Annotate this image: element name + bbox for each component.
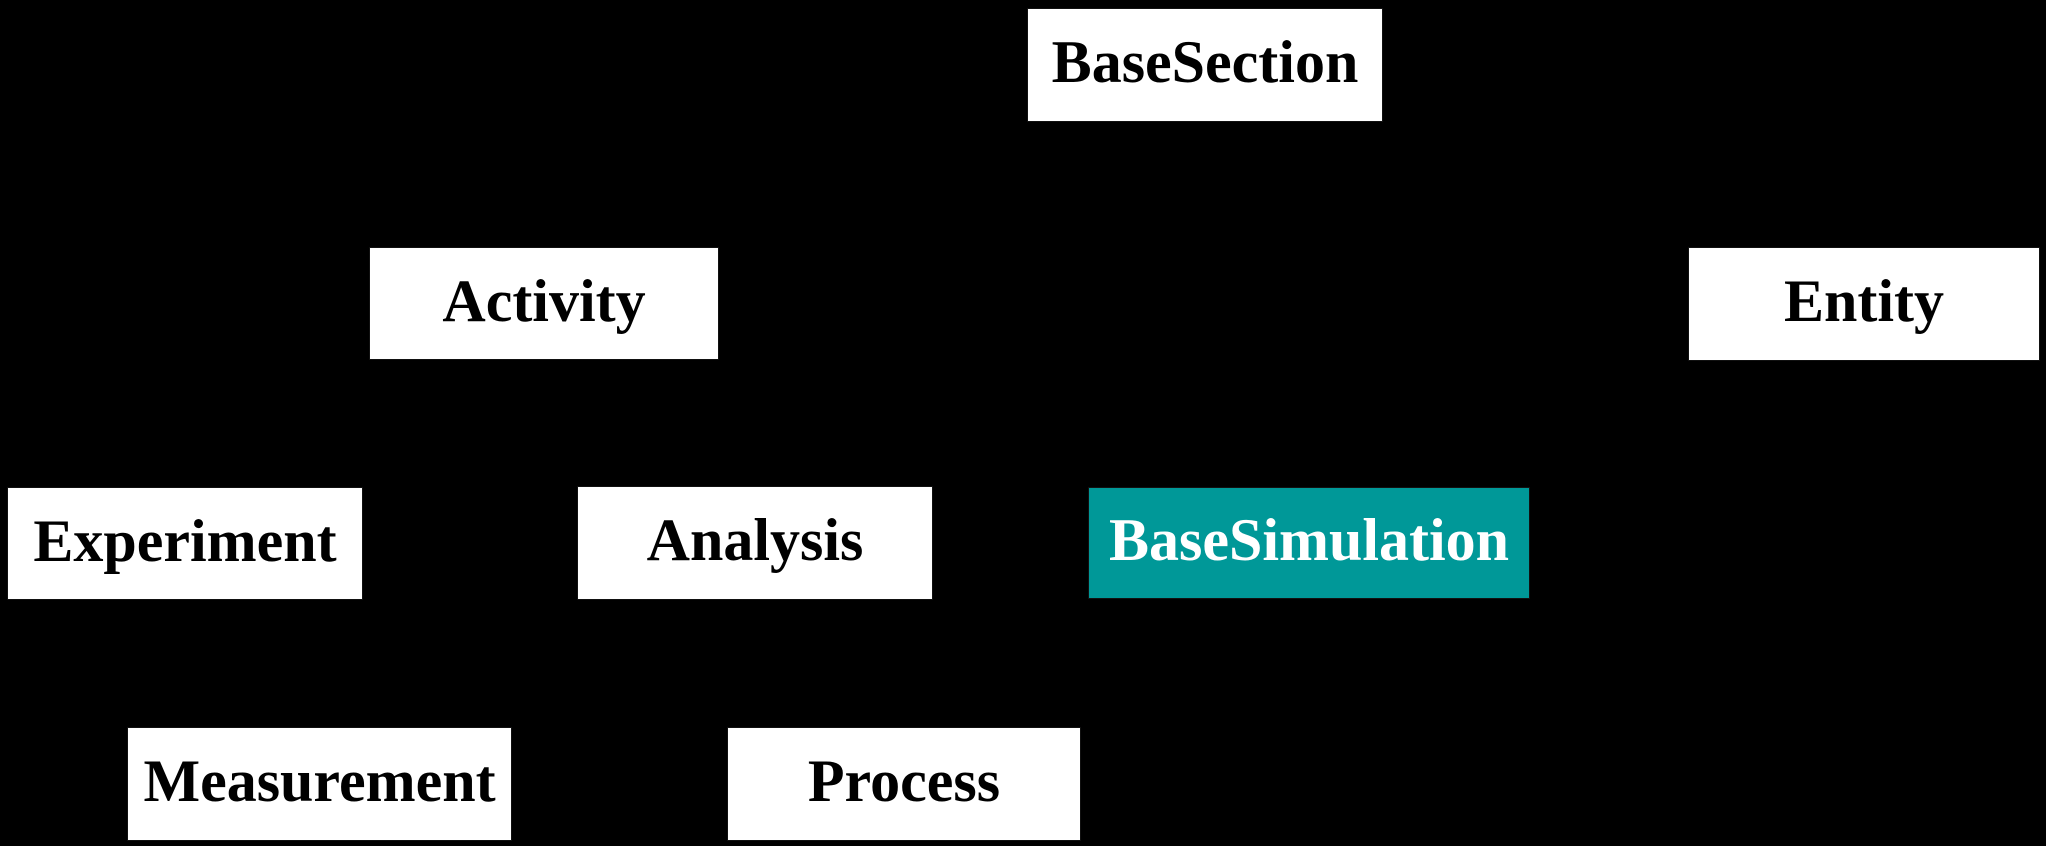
node-base-simulation-highlighted: BaseSimulation — [1088, 487, 1530, 599]
node-base-section-label: BaseSection — [1051, 29, 1359, 95]
node-base-simulation-label: BaseSimulation — [1108, 507, 1510, 573]
node-process-label: Process — [807, 748, 1001, 814]
node-activity-label: Activity — [442, 267, 646, 334]
node-measurement: Measurement — [127, 727, 512, 841]
node-base-section: BaseSection — [1027, 8, 1383, 122]
node-entity: Entity — [1688, 247, 2040, 361]
node-experiment-label: Experiment — [33, 507, 337, 574]
node-analysis: Analysis — [577, 486, 933, 600]
node-process: Process — [727, 727, 1081, 841]
node-experiment: Experiment — [7, 487, 363, 600]
node-entity-label: Entity — [1783, 268, 1945, 334]
node-activity: Activity — [369, 247, 719, 360]
node-analysis-label: Analysis — [646, 507, 864, 573]
node-measurement-label: Measurement — [143, 748, 496, 814]
